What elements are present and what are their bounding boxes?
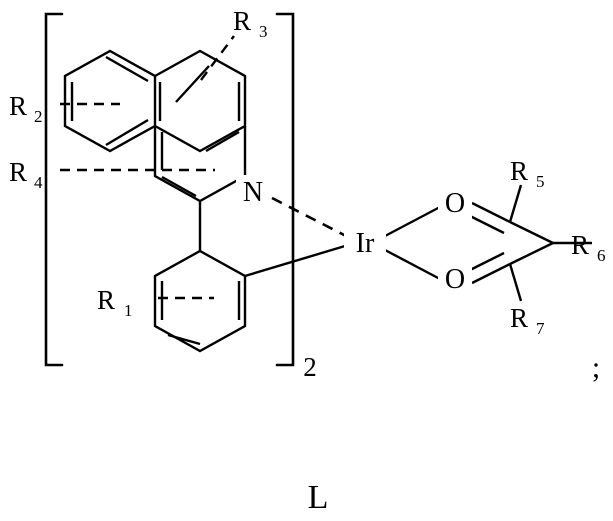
label-r6-base: R bbox=[571, 230, 589, 260]
label-r2-sub: 2 bbox=[34, 107, 43, 126]
left-ring-hexagon bbox=[63, 49, 157, 153]
dashed-n-ir bbox=[271, 196, 349, 239]
n-label-bg bbox=[236, 175, 270, 209]
left-ring-inner-2 bbox=[105, 55, 149, 83]
label-r1-base: R bbox=[97, 285, 115, 315]
bond-obottom-c-double bbox=[465, 251, 505, 274]
bond-c-ccentral-top bbox=[509, 220, 554, 245]
ir-label-bg bbox=[344, 226, 386, 260]
atom-label-nitrogen: N bbox=[243, 177, 263, 208]
label-r4-sub: 4 bbox=[34, 173, 43, 192]
pyridine-ring bbox=[153, 126, 247, 251]
label-r1-sub: 1 bbox=[124, 301, 133, 320]
right-bracket bbox=[275, 12, 295, 367]
acac-chelate bbox=[384, 184, 592, 302]
label-r3-base: R bbox=[233, 6, 251, 36]
atom-label-oxygen-bottom: O bbox=[445, 264, 465, 295]
phenyl-ring bbox=[153, 249, 247, 353]
pyridine-inner-3 bbox=[161, 175, 197, 198]
bond-c-r7 bbox=[508, 263, 523, 302]
bond-c-r5 bbox=[508, 184, 523, 223]
bond-ir-o-top bbox=[384, 205, 441, 238]
naphthalene-left-ring bbox=[63, 49, 157, 153]
substituent-labels: R 1 R 2 R 3 R 4 R 5 R 6 R 7 bbox=[9, 6, 606, 338]
o-top-label-bg bbox=[438, 186, 472, 220]
nitrogen-iridium-dative-bond bbox=[271, 196, 349, 239]
trailing-semicolon: ; bbox=[592, 351, 600, 384]
bond-ir-o-bottom bbox=[384, 248, 441, 281]
atom-label-iridium: Ir bbox=[356, 228, 375, 259]
atom-label-oxygen-top: O bbox=[445, 188, 465, 219]
bracket-subscript: 2 bbox=[303, 352, 317, 382]
bond-phenyl-ir bbox=[244, 244, 346, 278]
bond-otop-c bbox=[471, 201, 511, 224]
label-r5-sub: 5 bbox=[536, 172, 545, 191]
left-ring-inner-3 bbox=[105, 118, 149, 147]
phenyl-iridium-bond bbox=[244, 244, 346, 278]
bond-otop-c-double bbox=[465, 212, 505, 235]
bond-c-ccentral-bottom bbox=[509, 241, 554, 266]
r3-dashed-line bbox=[200, 35, 235, 81]
figure-caption: L bbox=[308, 479, 329, 516]
label-r3-sub: 3 bbox=[259, 22, 268, 41]
left-bracket bbox=[44, 12, 64, 367]
right-ring-hexagon bbox=[154, 49, 247, 153]
r3-attachment-slash bbox=[175, 65, 210, 103]
label-r2-base: R bbox=[9, 91, 27, 121]
bond-obottom-c bbox=[471, 262, 511, 285]
label-r5-base: R bbox=[510, 156, 528, 186]
o-bottom-label-bg bbox=[438, 262, 472, 296]
pyridine-inner-2 bbox=[205, 130, 240, 153]
label-r6-sub: 6 bbox=[597, 246, 606, 265]
r3-slash bbox=[175, 65, 210, 103]
phenyl-inner-2 bbox=[167, 333, 201, 346]
label-r7-base: R bbox=[510, 303, 528, 333]
label-r7-sub: 7 bbox=[536, 319, 545, 338]
label-r4-base: R bbox=[9, 157, 27, 187]
substituent-dashed-lines bbox=[60, 35, 235, 300]
atom-label-backgrounds bbox=[236, 175, 472, 296]
bracket-group bbox=[44, 12, 295, 367]
naphthalene-right-ring bbox=[154, 49, 247, 153]
